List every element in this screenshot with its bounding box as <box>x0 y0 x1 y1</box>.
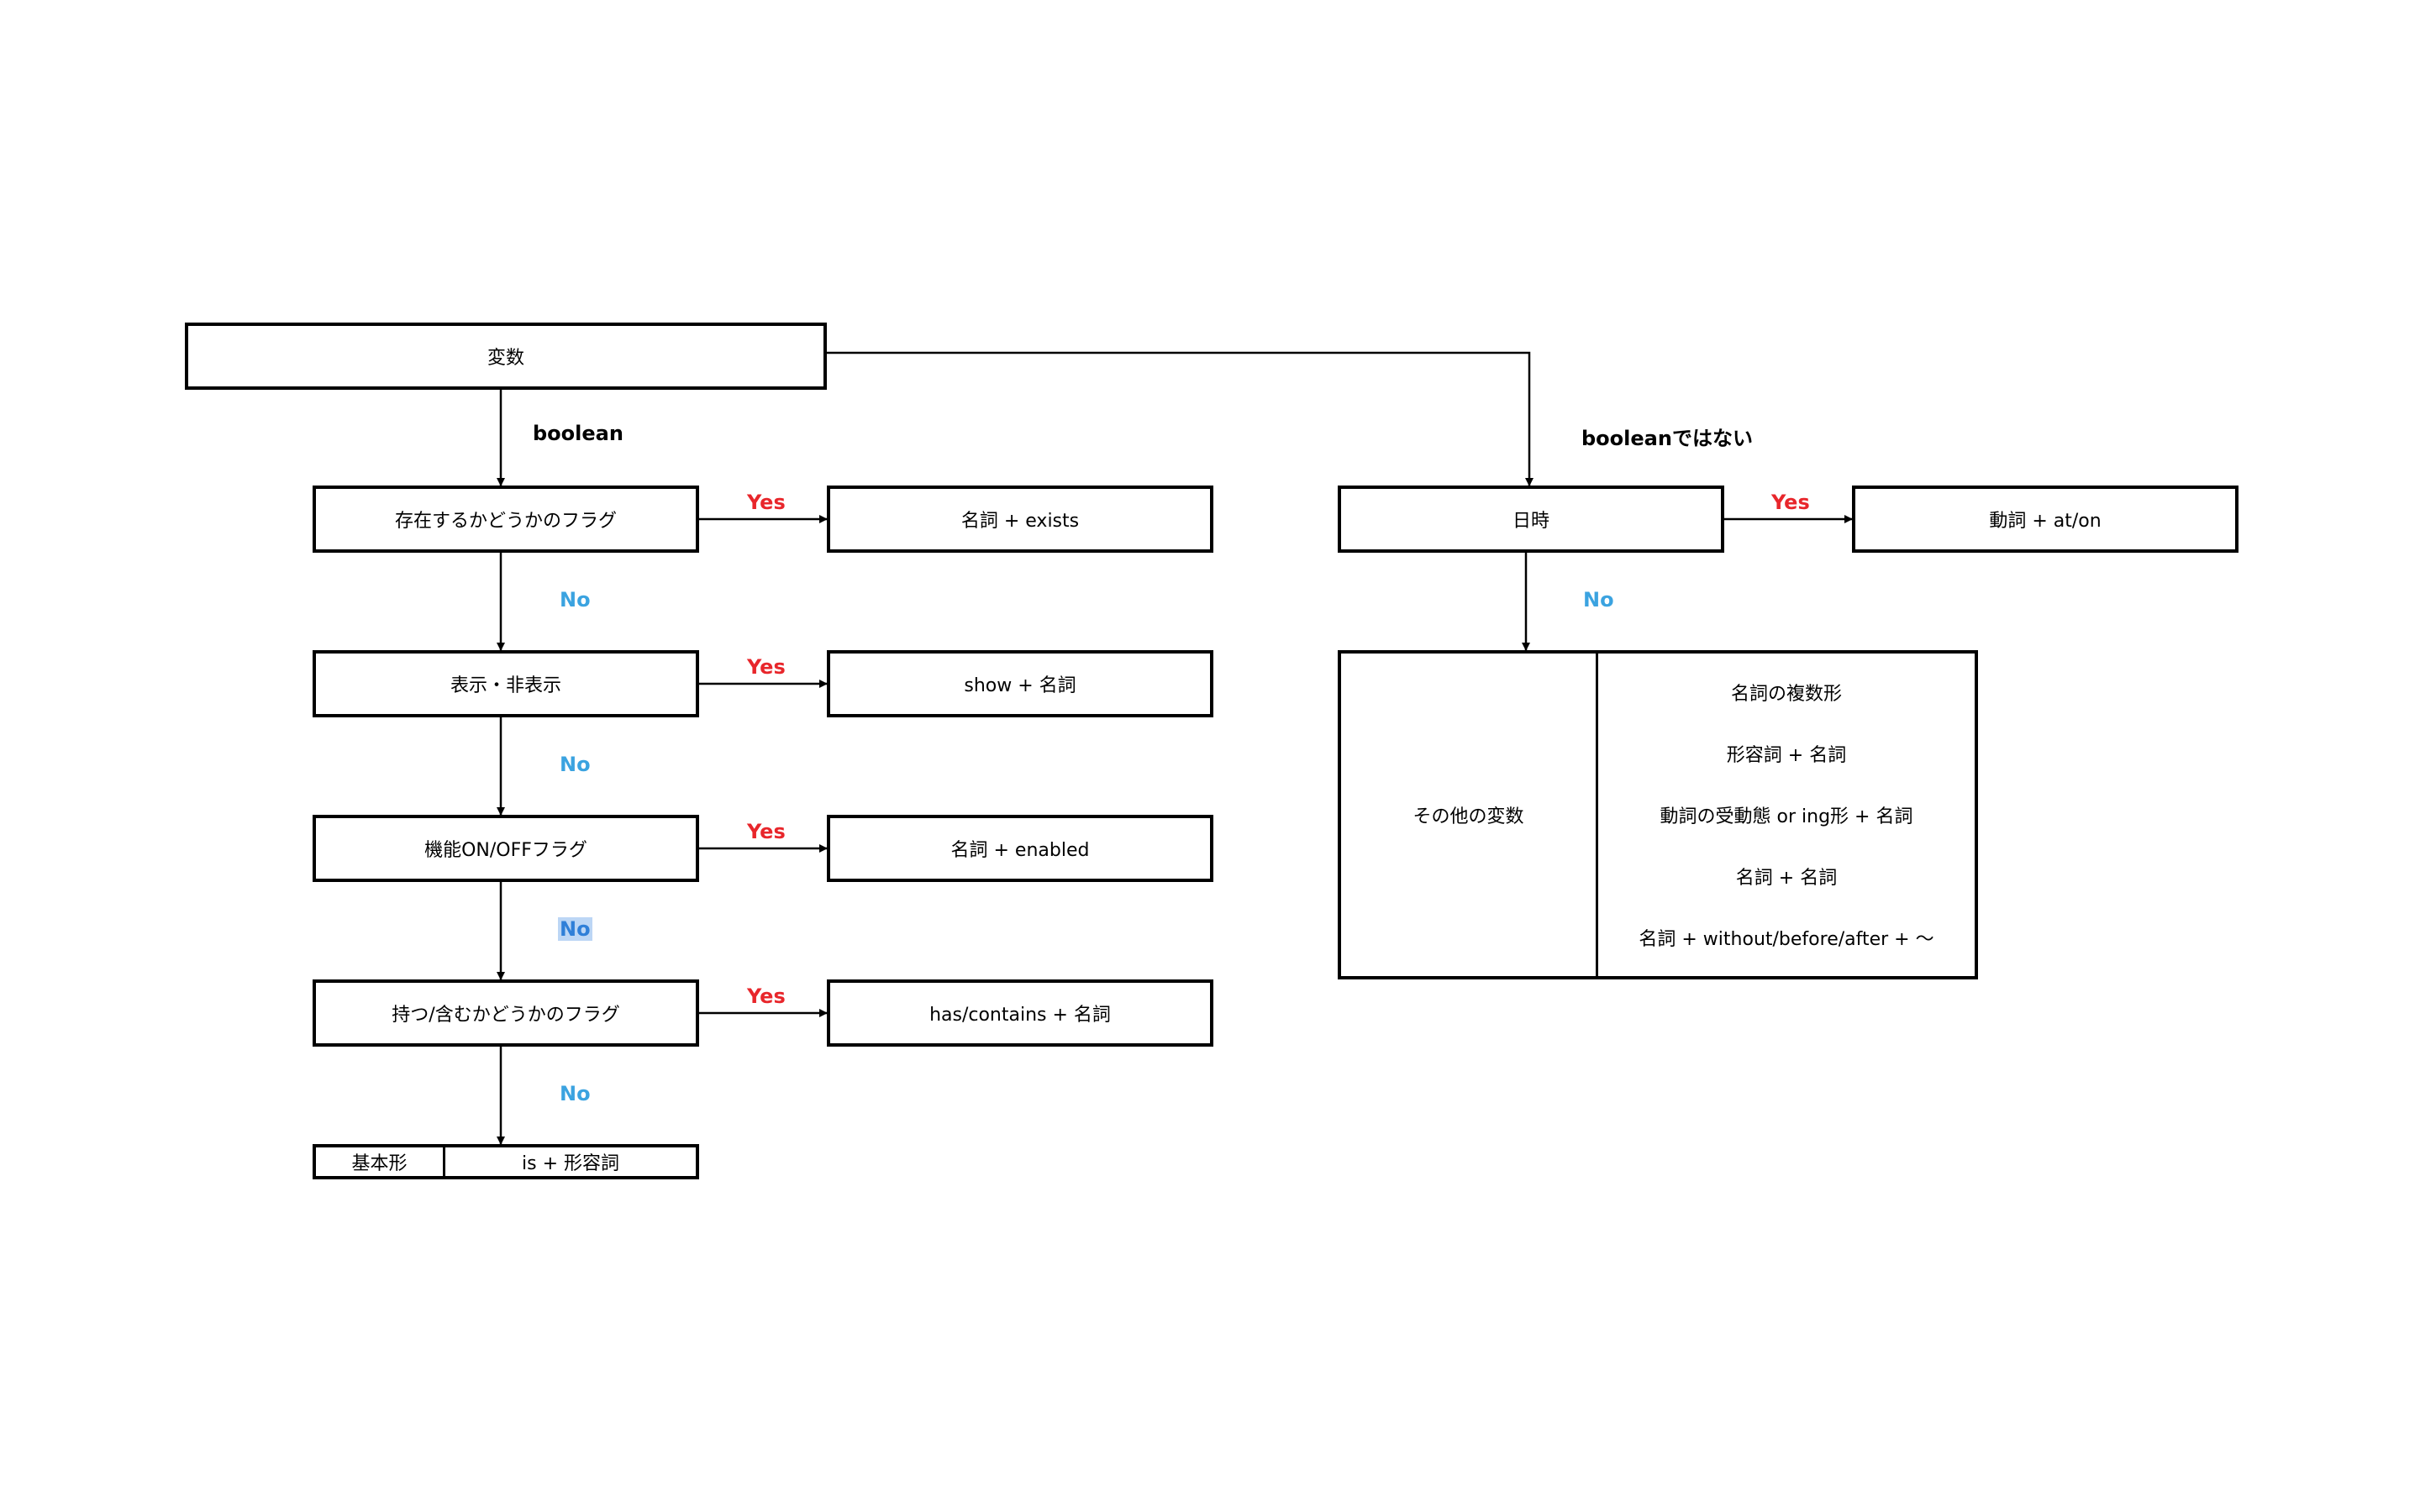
no-label-has: No <box>560 1082 591 1105</box>
yes-label-feature: Yes <box>747 820 786 843</box>
yes-label-show: Yes <box>747 655 786 679</box>
answer-has-box: has/contains + 名詞 <box>827 979 1213 1047</box>
branch-boolean-label: boolean <box>533 422 623 445</box>
answer-datetime-box: 動詞 + at/on <box>1852 486 2238 553</box>
arrow-root-to-datetime <box>820 351 1534 486</box>
answer-datetime-label: 動詞 + at/on <box>1989 511 2102 532</box>
question-show-box: 表示・非表示 <box>313 650 699 717</box>
answer-has-label: has/contains + 名詞 <box>929 1005 1111 1026</box>
no-label-feature-text: No <box>558 917 592 941</box>
no-label-exists: No <box>560 588 591 612</box>
answer-feature-box: 名詞 + enabled <box>827 815 1213 882</box>
yes-label-datetime: Yes <box>1771 491 1810 514</box>
other-variables-table: その他の変数 名詞の複数形 形容詞 + 名詞 動詞の受動態 or ing形 + … <box>1338 650 1978 979</box>
other-variable-item: 名詞 + 名詞 <box>1735 867 1838 889</box>
other-variable-item: 動詞の受動態 or ing形 + 名詞 <box>1660 806 1913 827</box>
yes-label-exists: Yes <box>747 491 786 514</box>
no-label-datetime: No <box>1583 588 1614 612</box>
question-exists-box: 存在するかどうかのフラグ <box>313 486 699 553</box>
question-has-label: 持つ/含むかどうかのフラグ <box>392 1005 620 1026</box>
question-has-box: 持つ/含むかどうかのフラグ <box>313 979 699 1047</box>
answer-feature-label: 名詞 + enabled <box>950 840 1090 861</box>
answer-exists-box: 名詞 + exists <box>827 486 1213 553</box>
other-variable-item: 名詞の複数形 <box>1730 684 1842 706</box>
question-show-label: 表示・非表示 <box>450 675 561 696</box>
question-feature-box: 機能ON/OFFフラグ <box>313 815 699 882</box>
question-datetime-box: 日時 <box>1338 486 1724 553</box>
other-variable-item: 名詞 + without/before/after + ～ <box>1639 928 1934 950</box>
default-form-value: is + 形容詞 <box>522 1153 619 1174</box>
answer-show-label: show + 名詞 <box>964 675 1076 696</box>
root-variable-label: 変数 <box>487 348 524 369</box>
question-exists-label: 存在するかどうかのフラグ <box>394 511 617 532</box>
other-variables-label: その他の変数 <box>1413 806 1524 827</box>
other-variable-item: 形容詞 + 名詞 <box>1726 745 1847 767</box>
question-datetime-label: 日時 <box>1512 511 1549 532</box>
default-form-table: 基本形 is + 形容詞 <box>313 1144 699 1179</box>
yes-label-has: Yes <box>747 984 786 1008</box>
other-variables-label-cell: その他の変数 <box>1341 654 1598 976</box>
answer-show-box: show + 名詞 <box>827 650 1213 717</box>
answer-exists-label: 名詞 + exists <box>960 511 1080 532</box>
question-feature-label: 機能ON/OFFフラグ <box>424 840 587 861</box>
default-form-label: 基本形 <box>351 1153 408 1174</box>
branch-non-boolean-label: booleanではない <box>1581 427 1753 450</box>
other-variables-list: 名詞の複数形 形容詞 + 名詞 動詞の受動態 or ing形 + 名詞 名詞 +… <box>1598 654 1975 976</box>
default-form-label-cell: 基本形 <box>316 1147 445 1176</box>
default-form-value-cell: is + 形容詞 <box>445 1147 696 1176</box>
root-variable-box: 変数 <box>185 323 827 390</box>
no-label-show: No <box>560 753 591 776</box>
no-label-feature: No <box>558 917 592 941</box>
